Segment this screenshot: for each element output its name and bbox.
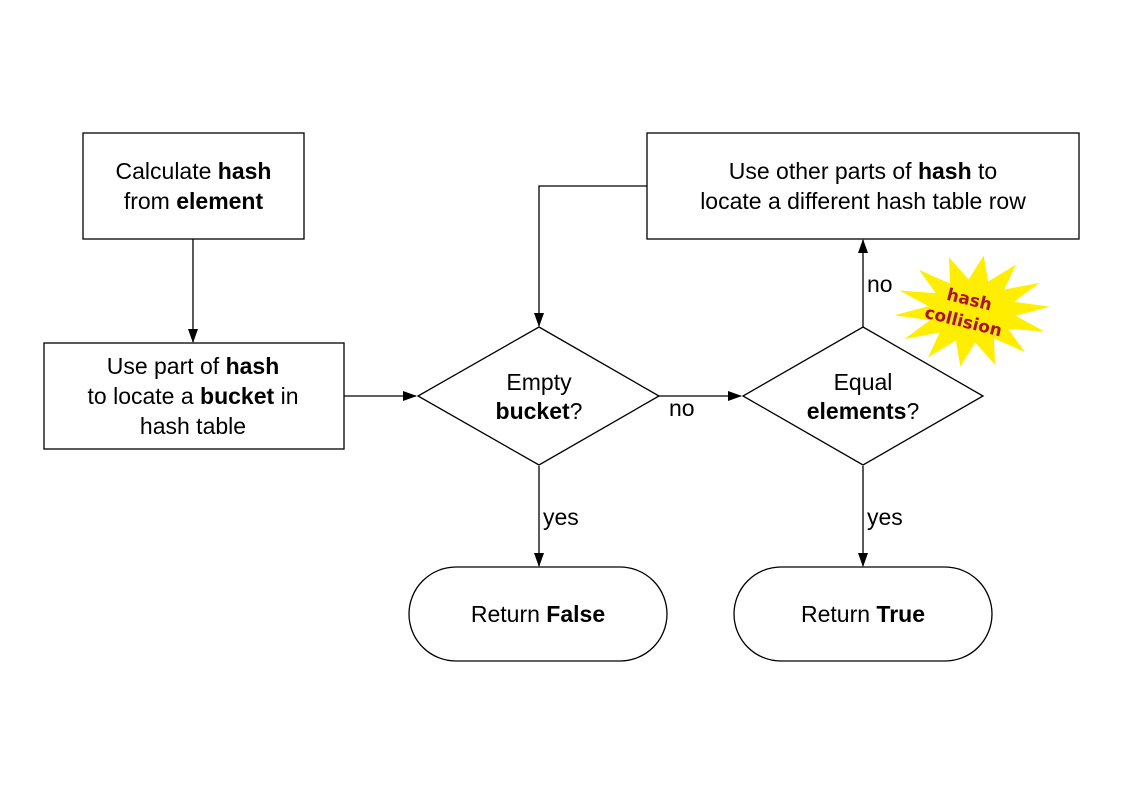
edge-label-no-equal: no	[867, 271, 893, 297]
connectors	[188, 185, 868, 567]
edge-label-no-empty: no	[669, 395, 695, 421]
node-locate-bucket: Use part of hash to locate a bucket in h…	[43, 342, 345, 450]
equal-elements-line1: Equal	[834, 369, 893, 395]
return-true-label: Return True	[801, 601, 925, 627]
arrow-other-to-empty	[534, 185, 647, 327]
locate-bucket-line3: hash table	[140, 413, 246, 439]
terminal-return-true: Return True	[733, 566, 993, 662]
other-parts-line2: locate a different hash table row	[700, 188, 1026, 214]
locate-bucket-line2: to locate a bucket in	[88, 383, 299, 409]
equal-elements-line2: elements?	[807, 398, 920, 424]
starburst-shape	[894, 255, 1050, 367]
decision-equal-elements: Equal elements?	[741, 326, 985, 466]
decision-empty-bucket: Empty bucket?	[416, 326, 661, 466]
calc-hash-line1: Calculate hash	[116, 158, 272, 184]
edge-label-yes-empty: yes	[543, 504, 579, 530]
empty-bucket-line2: bucket?	[496, 398, 583, 424]
return-false-label: Return False	[471, 601, 605, 627]
locate-bucket-line1: Use part of hash	[107, 353, 280, 379]
empty-bucket-line1: Empty	[506, 369, 572, 395]
other-parts-line1: Use other parts of hash to	[729, 158, 997, 184]
hash-collision-burst: hash collision	[894, 255, 1050, 367]
terminal-return-false: Return False	[408, 566, 668, 662]
edge-label-yes-equal: yes	[867, 504, 903, 530]
node-calculate-hash: Calculate hash from element	[82, 132, 305, 240]
node-other-parts: Use other parts of hash to locate a diff…	[646, 132, 1080, 240]
calc-hash-line2: from element	[124, 188, 264, 214]
